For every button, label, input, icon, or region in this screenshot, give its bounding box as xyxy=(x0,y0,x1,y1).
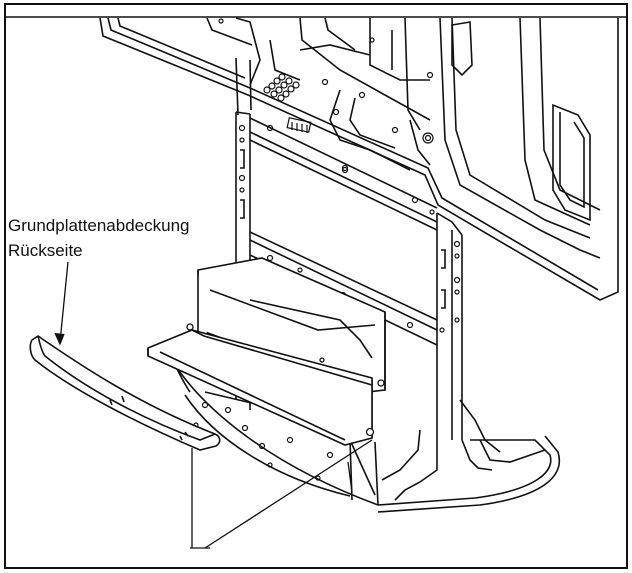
tray-screws xyxy=(186,323,385,437)
callout-label-line2: Rückseite xyxy=(8,241,83,260)
callout-label-line1: Grundplattenabdeckung xyxy=(8,216,189,235)
display-panel xyxy=(99,17,619,301)
callout-lines xyxy=(54,261,373,549)
base-cover-rear xyxy=(29,335,221,451)
cable-tray xyxy=(147,257,386,446)
connector-panel xyxy=(218,18,434,172)
diagram-frame xyxy=(4,3,628,569)
column-screws xyxy=(238,124,461,333)
